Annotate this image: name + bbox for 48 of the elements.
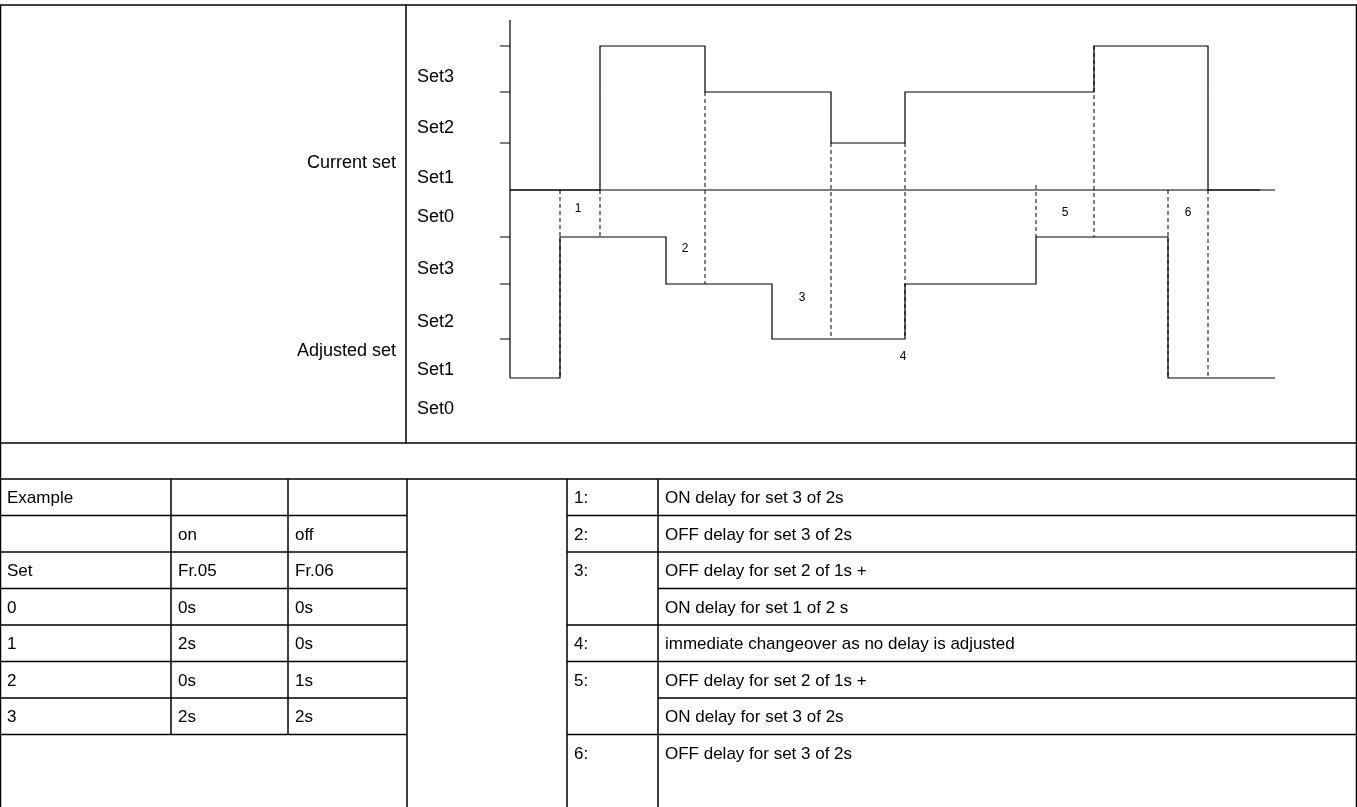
signal-label: Adjusted set bbox=[296, 341, 396, 359]
table-text: Fr.05 bbox=[177, 561, 217, 579]
table-text: 2: bbox=[573, 525, 589, 543]
table-text: 0s bbox=[294, 598, 313, 616]
table-text: 1: bbox=[573, 488, 589, 506]
axis-label: Set0 bbox=[417, 399, 455, 417]
table-text: 0s bbox=[294, 634, 313, 652]
table-text: on bbox=[177, 525, 197, 543]
table-text: 2s bbox=[177, 634, 196, 652]
table-text: ON delay for set 3 of 2s bbox=[664, 488, 844, 506]
marker-number: 6 bbox=[1184, 206, 1192, 218]
table-text: 2 bbox=[6, 671, 17, 689]
table-text: 2s bbox=[294, 707, 313, 725]
table-text: 0 bbox=[6, 598, 17, 616]
table-text: 4: bbox=[573, 634, 589, 652]
table-text: 0s bbox=[177, 598, 196, 616]
table-text: 2s bbox=[177, 707, 196, 725]
table-text: Example bbox=[6, 488, 74, 506]
axis-label: Set2 bbox=[417, 312, 455, 330]
marker-number: 4 bbox=[899, 350, 907, 362]
table-text: 0s bbox=[177, 671, 196, 689]
marker-number: 1 bbox=[574, 202, 582, 214]
axis-label: Set3 bbox=[417, 259, 455, 277]
table-text: OFF delay for set 2 of 1s + bbox=[664, 561, 867, 579]
marker-number: 2 bbox=[681, 242, 689, 254]
table-text: OFF delay for set 3 of 2s bbox=[664, 525, 853, 543]
axis-label: Set2 bbox=[417, 118, 455, 136]
table-text: 1 bbox=[6, 634, 17, 652]
axis-label: Set3 bbox=[417, 67, 455, 85]
signal-label: Current set bbox=[306, 153, 396, 171]
axis-label: Set1 bbox=[417, 360, 455, 378]
table-text: 6: bbox=[573, 744, 589, 762]
axis-label: Set0 bbox=[417, 207, 455, 225]
table-text: OFF delay for set 2 of 1s + bbox=[664, 671, 867, 689]
marker-number: 3 bbox=[798, 291, 806, 303]
axis-label: Set1 bbox=[417, 168, 455, 186]
table-text: ON delay for set 3 of 2s bbox=[664, 707, 844, 725]
marker-number: 5 bbox=[1061, 206, 1069, 218]
table-text: immediate changeover as no delay is adjusted bbox=[664, 634, 1015, 652]
table-text: 3: bbox=[573, 561, 589, 579]
table-text: 5: bbox=[573, 671, 589, 689]
table-text: 1s bbox=[294, 671, 313, 689]
table-text: OFF delay for set 3 of 2s bbox=[664, 744, 853, 762]
table-text: 3 bbox=[6, 707, 17, 725]
table-text: off bbox=[294, 525, 314, 543]
table-text: Set bbox=[6, 561, 33, 579]
table-text: Fr.06 bbox=[294, 561, 334, 579]
table-text: ON delay for set 1 of 2 s bbox=[664, 598, 849, 616]
